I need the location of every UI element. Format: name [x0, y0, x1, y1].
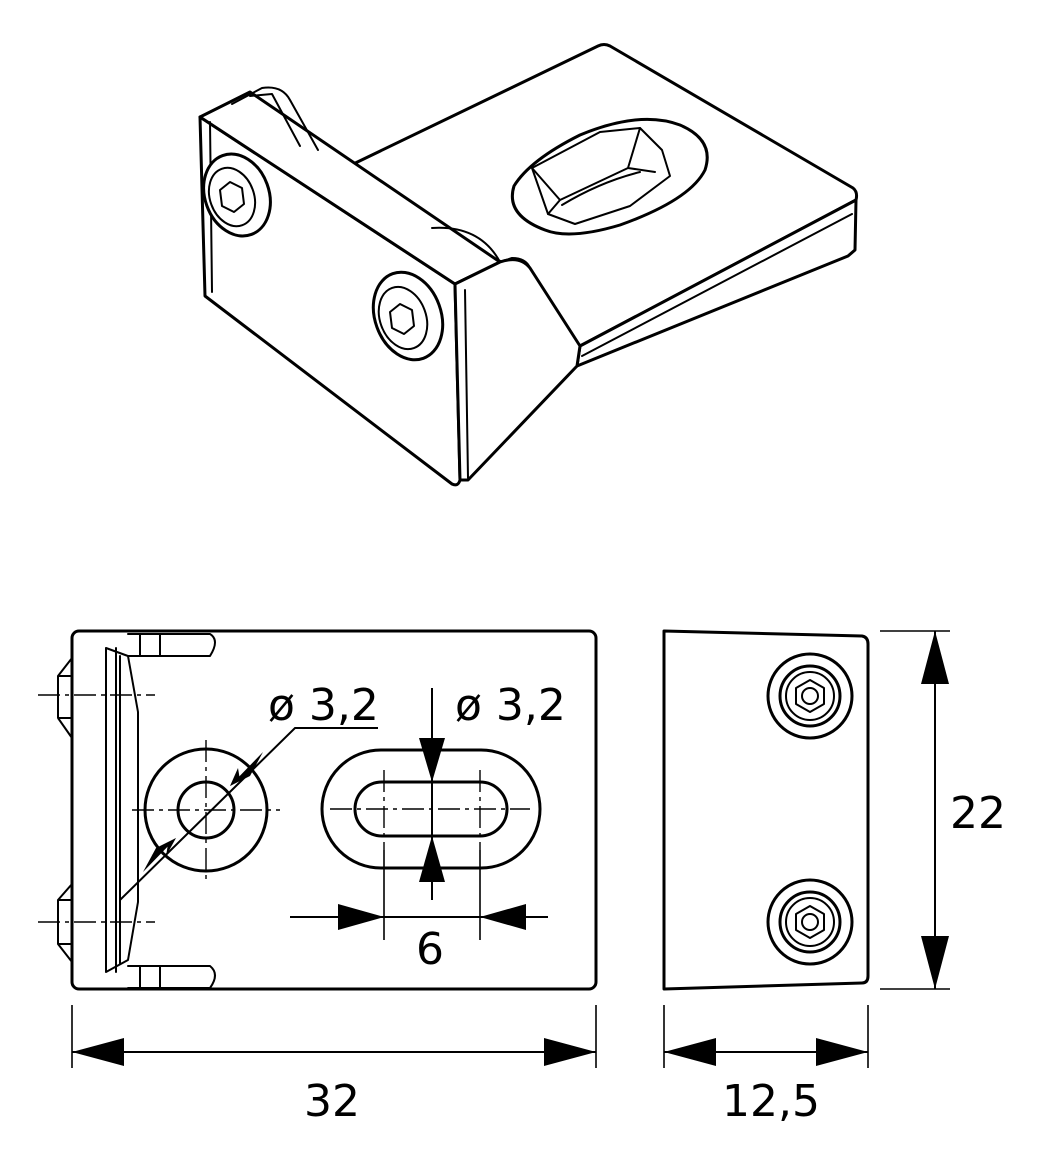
front-round-hole	[132, 740, 280, 880]
dim-slot-diameter	[419, 688, 445, 900]
dim-height-label: 22	[950, 788, 1006, 839]
dim-slot-width	[290, 850, 548, 940]
dim-width-front-label: 32	[304, 1076, 360, 1127]
iso-screw-top	[202, 152, 272, 238]
dim-width-side-label: 12,5	[722, 1076, 820, 1127]
iso-hinge-bar	[231, 86, 531, 269]
front-left-flange	[105, 647, 139, 973]
front-screw-bottom	[57, 883, 73, 963]
iso-screw-bottom	[371, 270, 445, 362]
front-bottom-boss	[127, 965, 216, 989]
side-view: 22 12,5	[662, 629, 1006, 1127]
front-view: ø 3,2 ø 3,2 6 32	[38, 629, 598, 1127]
side-screw-top	[766, 652, 854, 740]
dim-width-front	[71, 1005, 597, 1068]
iso-slot	[510, 117, 709, 236]
isometric-view	[198, 43, 859, 487]
side-screw-bottom	[766, 878, 854, 966]
dim-hole-diameter	[119, 727, 378, 901]
side-outline	[662, 629, 870, 991]
dim-slot-diameter-label: ø 3,2	[455, 680, 566, 731]
dim-height	[880, 630, 950, 990]
front-screw-top	[57, 657, 73, 739]
dim-width-side	[663, 1005, 869, 1068]
dim-hole-diameter-label: ø 3,2	[268, 680, 379, 731]
dim-slot-width-label: 6	[416, 924, 444, 975]
front-top-boss	[127, 633, 216, 657]
front-outline	[70, 629, 598, 991]
